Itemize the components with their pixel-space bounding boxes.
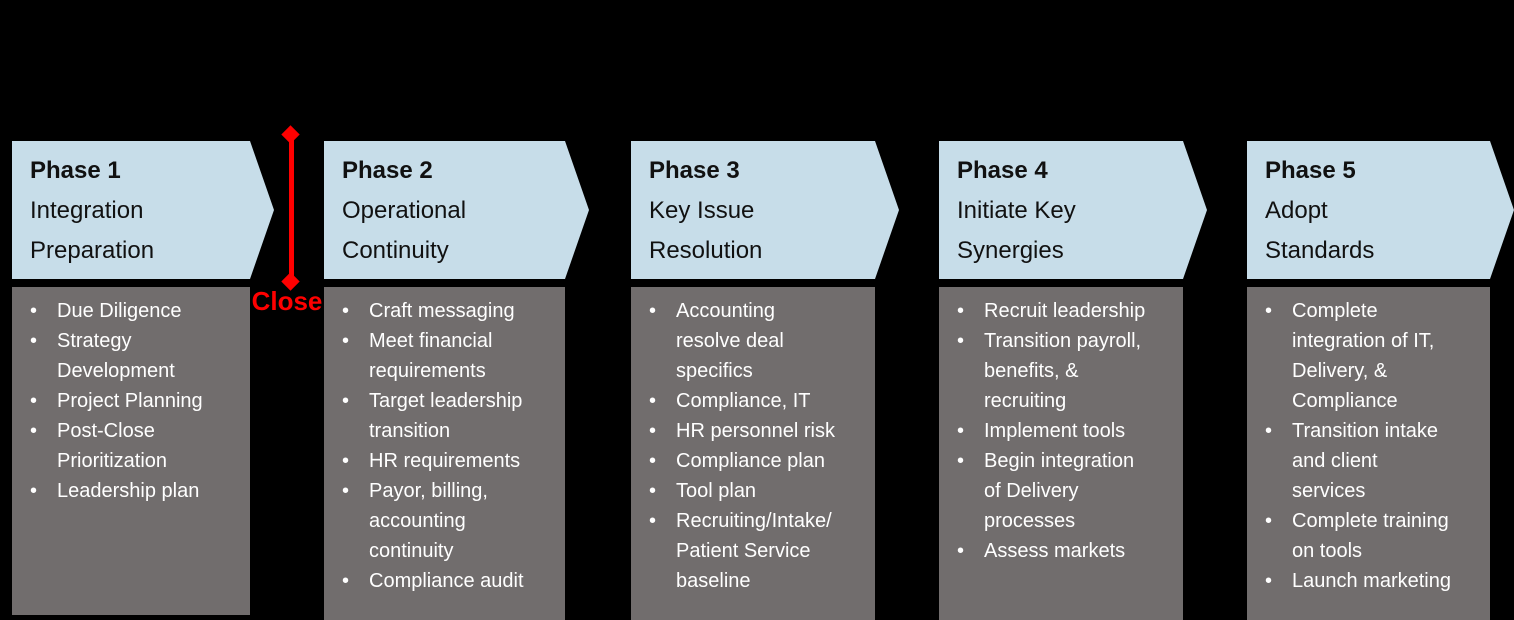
- task-item: Payor, billing, accounting continuity: [342, 476, 559, 566]
- phase-5-label: Phase 5: [1265, 157, 1356, 184]
- phase-3-title: Key Issue Resolution: [649, 197, 763, 264]
- task-item: Recruit leadership: [957, 296, 1177, 326]
- task-item: Complete training on tools: [1265, 506, 1484, 566]
- task-item: Transition intake and client services: [1265, 416, 1484, 506]
- task-item: Project Planning: [30, 386, 244, 416]
- task-item: HR personnel risk: [649, 416, 869, 446]
- task-item: Post-Close Prioritization: [30, 416, 244, 476]
- phase-2-task-list: Craft messaging Meet financial requireme…: [324, 287, 565, 596]
- phase-4-label: Phase 4: [957, 157, 1048, 184]
- task-item: Compliance audit: [342, 566, 559, 596]
- task-item: Strategy Development: [30, 326, 244, 386]
- phase-3-arrow: Phase 3 Key Issue Resolution: [631, 141, 899, 279]
- phase-4-task-box: Recruit leadership Transition payroll, b…: [939, 287, 1183, 620]
- task-item: Meet financial requirements: [342, 326, 559, 386]
- task-item: Begin integration of Delivery processes: [957, 446, 1177, 536]
- task-item: Accounting resolve deal specifics: [649, 296, 869, 386]
- phase-2-label: Phase 2: [342, 157, 433, 184]
- task-item: Compliance, IT: [649, 386, 869, 416]
- task-item: Transition payroll, benefits, & recruiti…: [957, 326, 1177, 416]
- task-item: Assess markets: [957, 536, 1177, 566]
- task-item: Tool plan: [649, 476, 869, 506]
- task-item: Recruiting/Intake/ Patient Service basel…: [649, 506, 869, 596]
- phase-4-task-list: Recruit leadership Transition payroll, b…: [939, 287, 1183, 566]
- phase-5-title: Adopt Standards: [1265, 197, 1375, 264]
- task-item: Target leadership transition: [342, 386, 559, 446]
- task-item: Due Diligence: [30, 296, 244, 326]
- phase-3-label: Phase 3: [649, 157, 740, 184]
- task-item: Leadership plan: [30, 476, 244, 506]
- task-item: Implement tools: [957, 416, 1177, 446]
- phase-1-title: Integration Preparation: [30, 197, 155, 264]
- phase-3-task-box: Accounting resolve deal specifics Compli…: [631, 287, 875, 620]
- phase-2-arrow: Phase 2 Operational Continuity: [324, 141, 589, 279]
- phase-1-label: Phase 1: [30, 157, 121, 184]
- phase-5-task-box: Complete integration of IT, Delivery, & …: [1247, 287, 1490, 620]
- task-item: HR requirements: [342, 446, 559, 476]
- phase-1-task-list: Due Diligence Strategy Development Proje…: [12, 287, 250, 506]
- phase-3-task-list: Accounting resolve deal specifics Compli…: [631, 287, 875, 596]
- task-item: Craft messaging: [342, 296, 559, 326]
- phase-1-task-box: Due Diligence Strategy Development Proje…: [12, 287, 250, 615]
- phase-5-task-list: Complete integration of IT, Delivery, & …: [1247, 287, 1490, 596]
- task-item: Launch marketing: [1265, 566, 1484, 596]
- phase-1-arrow: Phase 1 Integration Preparation: [12, 141, 274, 279]
- phase-4-title: Initiate Key Synergies: [957, 197, 1076, 264]
- close-marker-label: Close: [251, 286, 323, 316]
- task-item: Compliance plan: [649, 446, 869, 476]
- phase-2-title: Operational Continuity: [342, 197, 467, 264]
- phase-4-arrow: Phase 4 Initiate Key Synergies: [939, 141, 1207, 279]
- close-marker-line: [289, 140, 294, 282]
- phase-2-task-box: Craft messaging Meet financial requireme…: [324, 287, 565, 620]
- task-item: Complete integration of IT, Delivery, & …: [1265, 296, 1484, 416]
- phase-5-arrow: Phase 5 Adopt Standards: [1247, 141, 1514, 279]
